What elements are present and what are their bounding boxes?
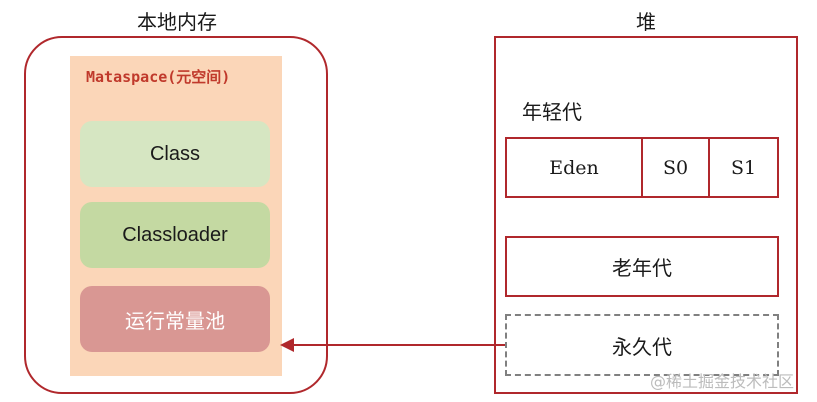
native-memory-container (24, 36, 328, 394)
native-memory-title: 本地内存 (137, 10, 217, 34)
survivor-s0-cell: S0 (643, 139, 710, 196)
heap-title: 堆 (636, 10, 656, 34)
metaspace-title: Mataspace(元空间) (86, 68, 231, 86)
young-generation-label: 年轻代 (522, 100, 582, 124)
class-box: Class (80, 121, 270, 187)
watermark: @稀土掘金技术社区 (650, 372, 795, 391)
heap-container (494, 36, 798, 394)
young-generation-row: Eden S0 S1 (505, 137, 779, 198)
runtime-constant-pool-box: 运行常量池 (80, 286, 270, 352)
eden-cell: Eden (507, 139, 643, 196)
permanent-generation-box: 永久代 (505, 314, 779, 376)
old-generation-box: 老年代 (505, 236, 779, 297)
arrow-head (280, 338, 294, 352)
survivor-s1-cell: S1 (730, 156, 757, 179)
classloader-box: Classloader (80, 202, 270, 268)
